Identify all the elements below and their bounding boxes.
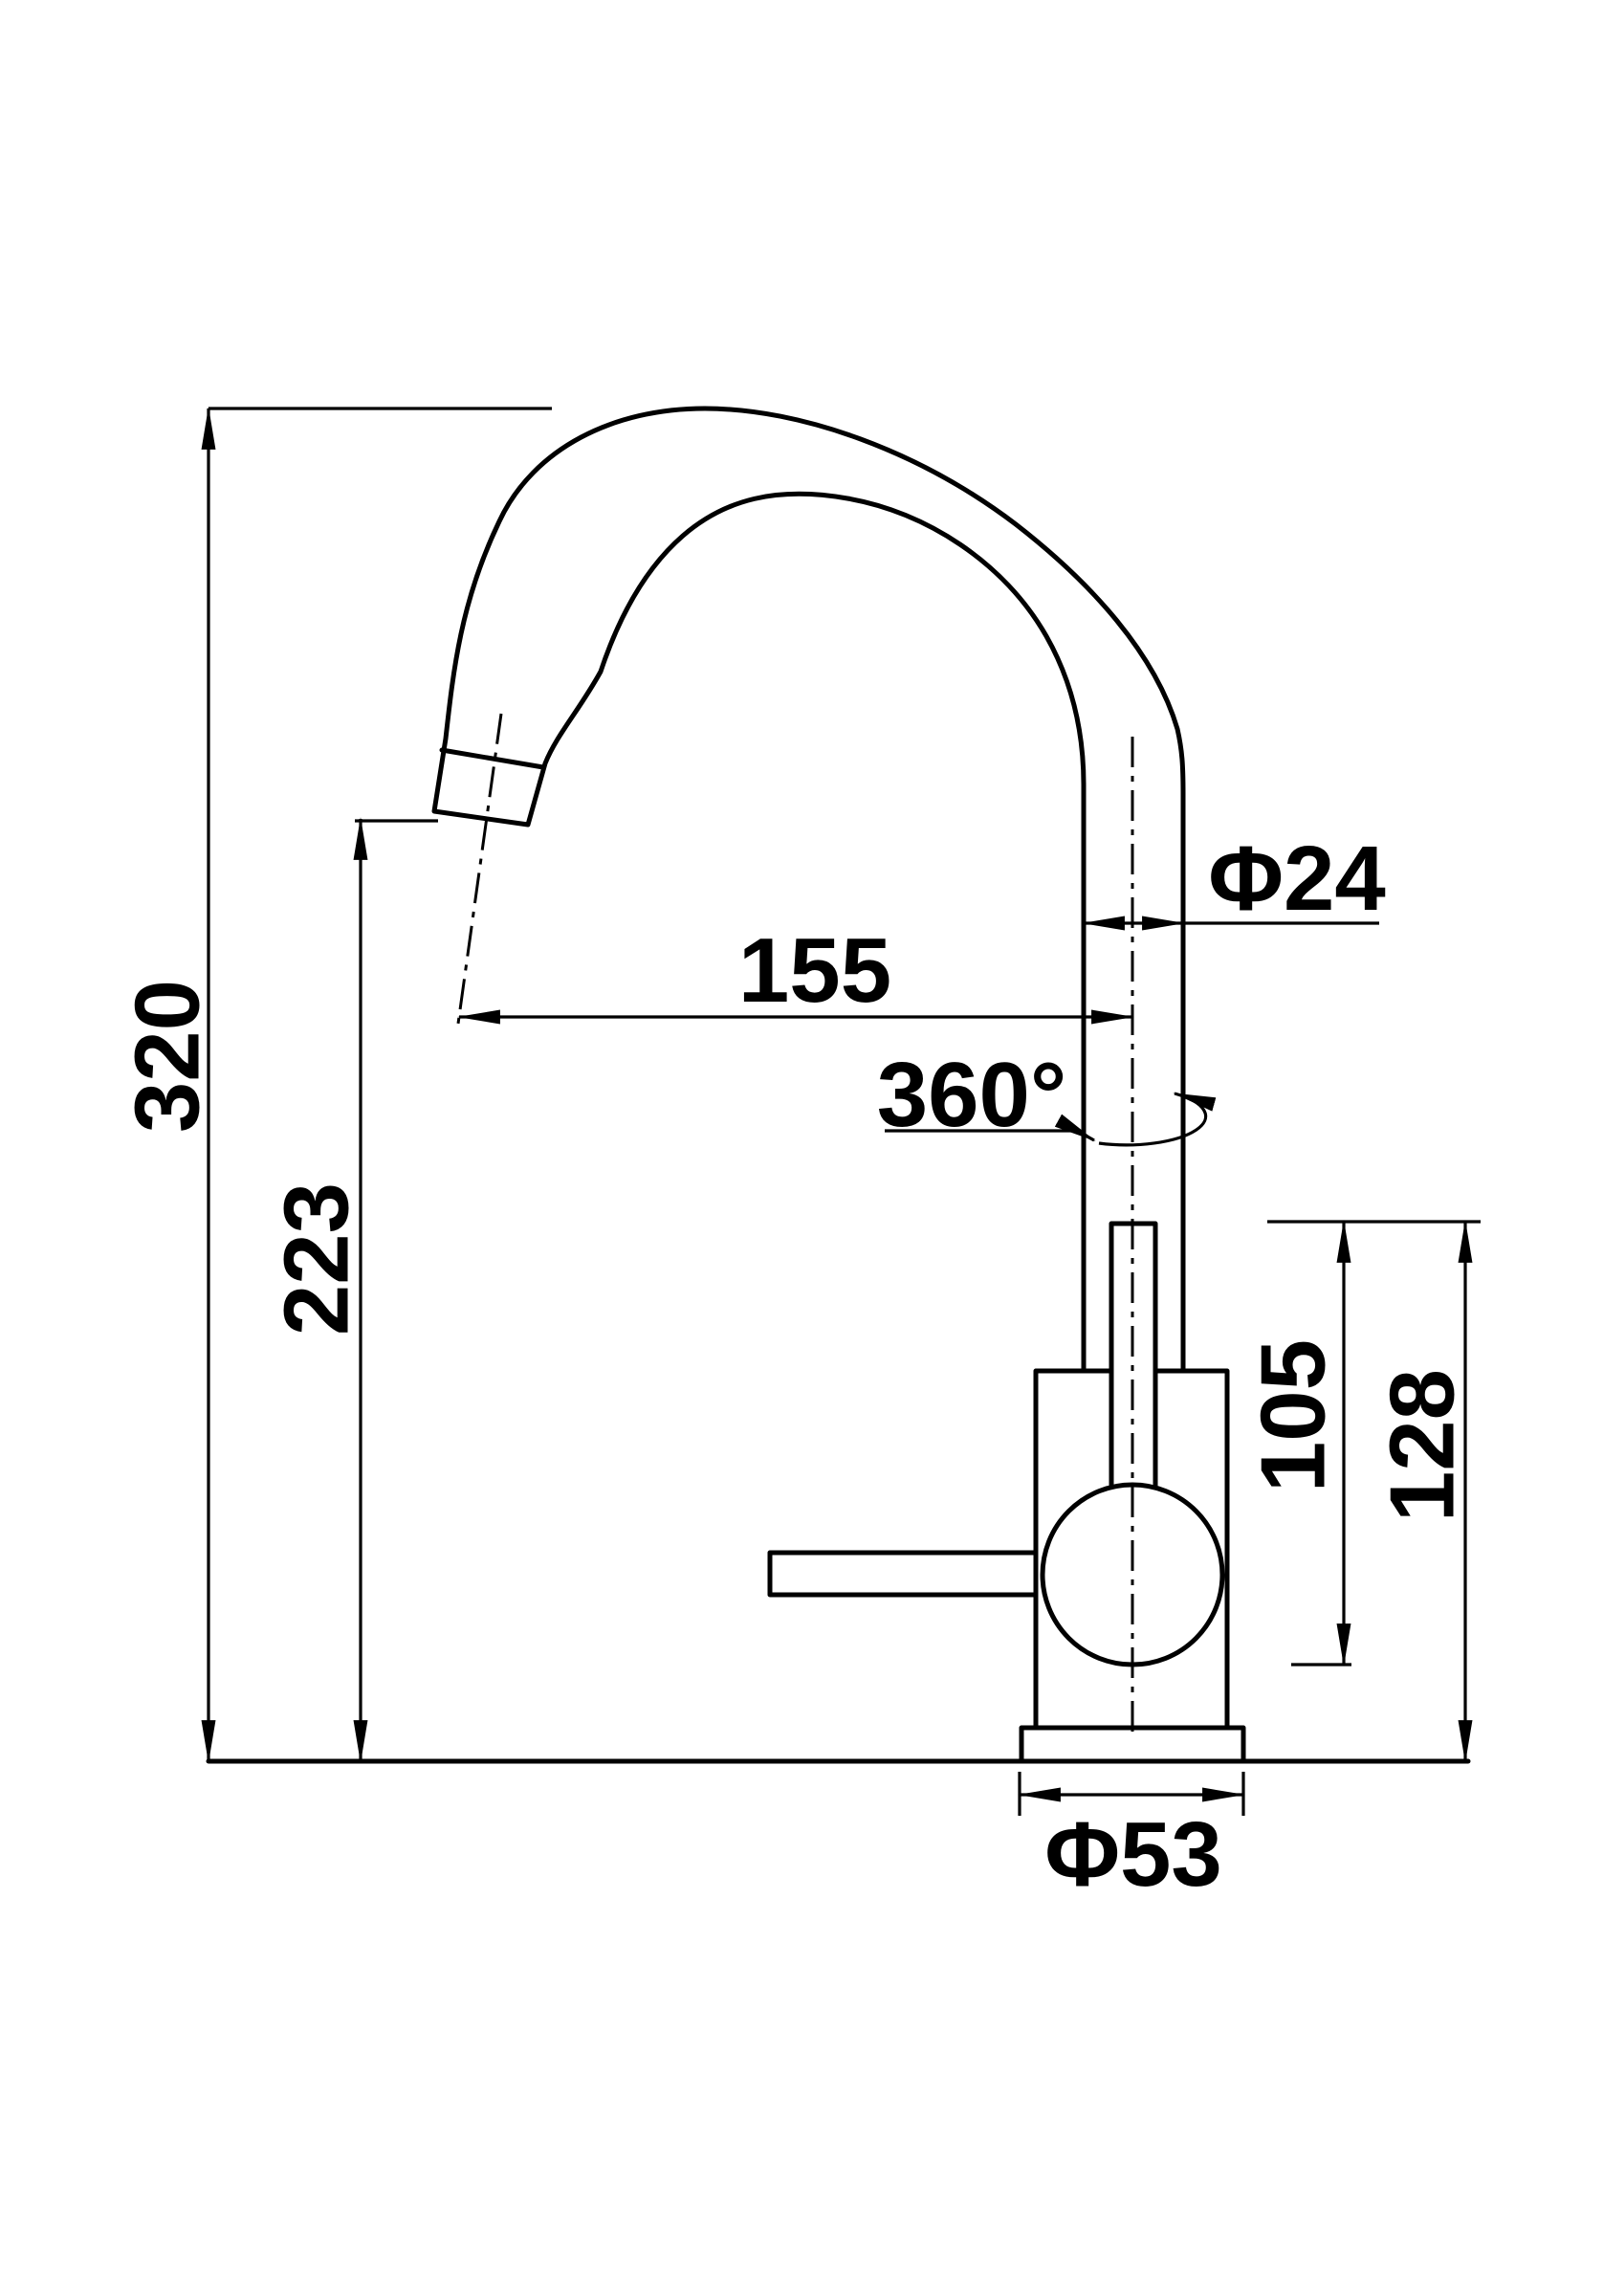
- dim-tube-diameter: Φ24: [1082, 828, 1386, 931]
- dim-total-height: 320: [117, 407, 552, 1763]
- dim-label-128: 128: [1372, 1369, 1474, 1522]
- dim-label-105: 105: [1242, 1339, 1345, 1492]
- base-flange: [1019, 1725, 1246, 1764]
- aerator-joint-line: [439, 747, 546, 770]
- swivel-rotation-arc: [1098, 1092, 1217, 1147]
- dim-label-phi24: Φ24: [1208, 828, 1386, 930]
- dim-label-155: 155: [738, 919, 891, 1022]
- dim-label-phi53: Φ53: [1044, 1803, 1222, 1906]
- dim-label-360: 360°: [877, 1044, 1067, 1146]
- centerlines: [456, 713, 1134, 1739]
- gooseneck-spout-outline: [431, 406, 1186, 1374]
- swivel-leader-line: [885, 1114, 1096, 1142]
- dim-upper-body-height: 105: [1242, 1220, 1481, 1667]
- annotation-swivel: 360°: [877, 1044, 1217, 1147]
- handle-lever: [767, 1550, 1039, 1598]
- dim-body-height: 128: [1372, 1220, 1474, 1763]
- dim-base-diameter: Φ53: [1018, 1772, 1245, 1906]
- cartridge-stem: [1109, 1221, 1158, 1494]
- dim-label-320: 320: [117, 980, 219, 1133]
- dim-spout-reach: 155: [457, 919, 1134, 1025]
- dim-spout-height: 223: [266, 817, 438, 1763]
- dim-label-223: 223: [266, 1182, 368, 1336]
- faucet-outline: [206, 406, 1471, 1764]
